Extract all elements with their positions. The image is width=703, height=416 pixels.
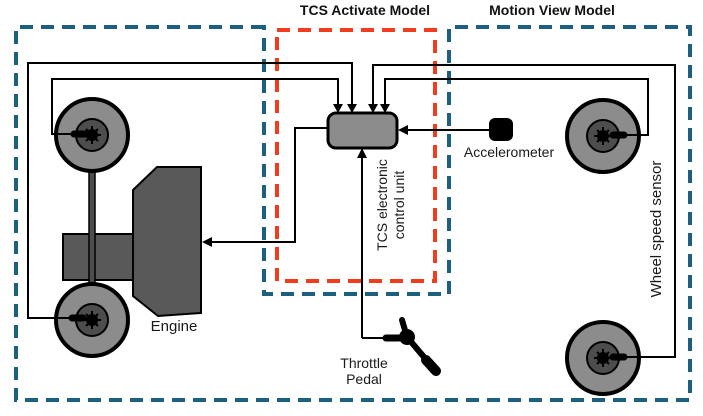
engine-block [132,166,202,318]
arrow-into-ecu-4 [380,104,390,113]
wire-rear-right-sensor [372,64,676,358]
accelerometer-block [489,118,513,141]
wire-rear-left-sensor [27,62,353,319]
wheel-hub-spikes [83,311,101,329]
wire-ecu-to-engine [210,127,328,243]
ecu-label-line1: TCS electronic [374,159,390,251]
motion-view-model-border [14,25,692,402]
arrow-throttle-into-ecu [357,148,367,158]
wheel-hub-spikes [594,127,612,145]
arrowheads [202,104,408,247]
ecu-label-line2: control unit [391,170,407,240]
tcs-ecu-block [326,111,399,150]
wire-front-left-sensor [51,78,339,135]
wire-front-right-sensor [384,78,649,136]
wheel-hub-spikes [594,349,612,367]
tcs-activate-model-border [275,28,437,283]
arrow-into-ecu-3 [368,104,378,113]
sensor-pickups [68,130,628,361]
accelerometer-label: Accelerometer [463,144,555,160]
engine-label: Engine [150,318,198,335]
throttle-pedal-shape [382,317,441,376]
arrow-accel-into-ecu [398,125,408,135]
wheel-front-left [54,97,130,173]
arrow-into-ecu-2 [347,104,357,113]
motion-view-model-title: Motion View Model [489,2,615,18]
throttle-label-line1: Throttle [340,355,388,371]
wheel-speed-sensor-label: Wheel speed sensor [648,160,665,298]
wheel-front-right [565,98,641,174]
ecu-label: TCS electronic control unit [374,150,408,260]
throttle-label-line2: Pedal [346,371,382,387]
wheel-rear-right [565,320,641,396]
sensor-wires [27,62,676,358]
arrow-into-engine [202,237,212,247]
arrow-into-ecu-1 [333,104,343,113]
wheel-rear-left [54,282,130,358]
pedal-pivot [399,329,415,345]
throttle-pedal-label: Throttle Pedal [304,355,424,387]
pedal-pad [421,355,441,376]
tcs-activate-model-title: TCS Activate Model [299,2,431,18]
transmission-crossbar [62,233,134,281]
